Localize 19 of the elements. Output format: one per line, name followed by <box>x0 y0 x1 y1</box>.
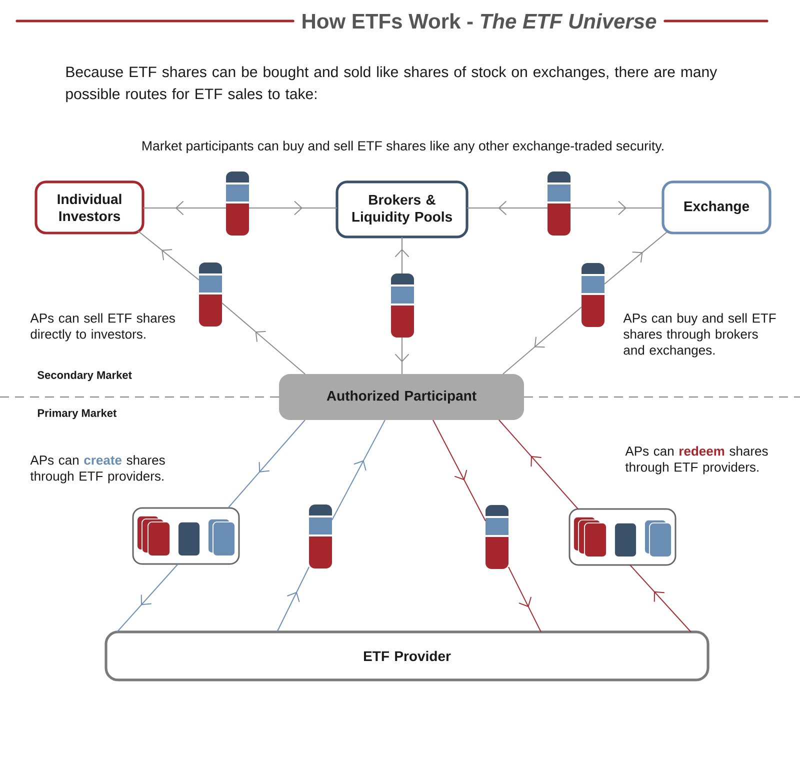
intro-text: Because ETF shares can be bought and sold like shares of stock on exchanges, there are many possible routes for ETF sales to take: <box>66 66 718 102</box>
rounded-box: ETF Provider <box>104 630 710 682</box>
note-text: Market participants can buy and sell ETF shares like any other exchange-traded security. <box>142 140 664 154</box>
basket-box <box>568 508 676 566</box>
share-token <box>548 171 570 236</box>
section-label: Secondary Market <box>38 370 132 382</box>
rounded-box: Brokers & Liquidity Pools <box>336 180 468 238</box>
share-token <box>486 504 508 569</box>
rounded-box: Authorized Participant <box>279 374 524 420</box>
share-token <box>226 171 249 236</box>
share-token <box>582 262 604 327</box>
section-label: Primary Market <box>38 408 117 420</box>
share-token <box>199 262 222 326</box>
title: How ETFs Work - The ETF Universe <box>302 13 656 29</box>
rounded-box: Individual Investors <box>34 180 144 234</box>
share-token <box>309 504 332 568</box>
basket-box <box>132 507 240 565</box>
rounded-box: Exchange <box>662 180 772 234</box>
share-token <box>391 273 414 338</box>
